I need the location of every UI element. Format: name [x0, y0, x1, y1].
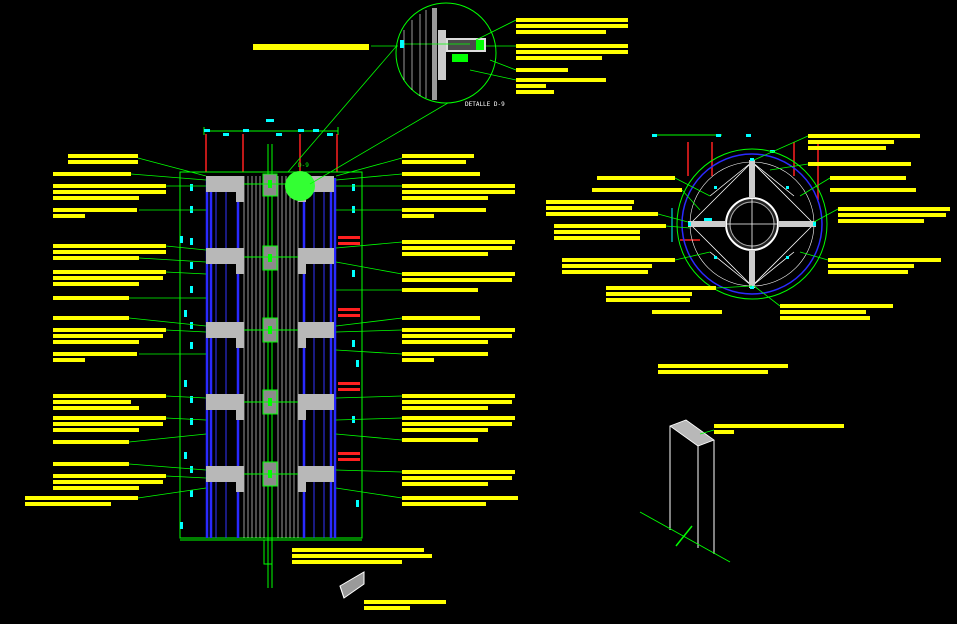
- detail-highlight-marker: [285, 171, 315, 201]
- left-leaders: [128, 157, 207, 499]
- plan-leaders: [657, 135, 839, 307]
- column-outline: [179, 171, 363, 539]
- detail-bubble: DETALLE D-9: [287, 2, 505, 185]
- left-side-markers: [180, 184, 193, 529]
- elevation-view: D-9: [179, 119, 363, 588]
- top-dimension-markers: [204, 119, 333, 136]
- isometric-panel: [639, 419, 731, 563]
- detail-tag-label: D-9: [298, 162, 309, 169]
- left-annotations: [25, 154, 166, 506]
- detail-bubble-title-bar: [253, 44, 369, 50]
- top-red-guides: [205, 134, 338, 172]
- detail-bubble-leaders: [469, 19, 517, 81]
- isometric-annotations: [714, 424, 844, 434]
- beam-lines: [244, 183, 298, 475]
- plan-annotations: [546, 134, 950, 320]
- node-block-centers: [268, 180, 272, 478]
- small-isometric-piece: [339, 571, 365, 599]
- bottom-notes: [292, 548, 446, 610]
- floor-slabs: [206, 176, 334, 482]
- central-axis: [267, 144, 273, 588]
- right-side-markers: [338, 236, 360, 461]
- mid-leaders: [335, 157, 403, 499]
- plan-title-block: [658, 364, 788, 374]
- detail-callout-label: DETALLE D-9: [465, 101, 505, 108]
- base: [180, 539, 362, 565]
- plan-section: [652, 134, 828, 300]
- mid-annotations: [402, 154, 518, 506]
- detail-bubble-annotations: [516, 18, 628, 94]
